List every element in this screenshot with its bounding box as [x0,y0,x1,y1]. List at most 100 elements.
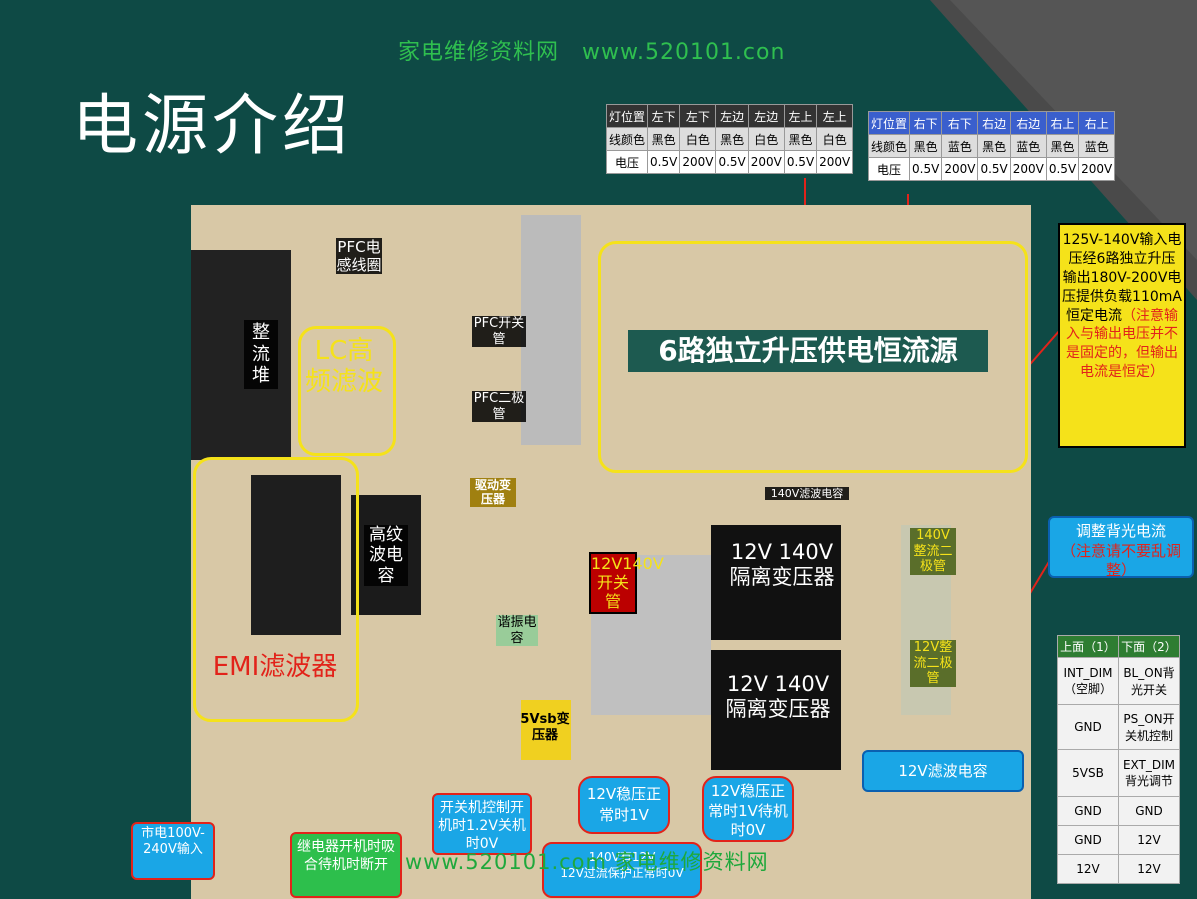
pin-cell: BL_ON背光开关 [1118,657,1180,705]
pin-cell: 12V [1118,854,1180,884]
cell: 蓝色 [941,134,979,158]
light-position-table-right: 灯位置 右下 右下 右边 右边 右上 右上 线颜色 黑色 蓝色 黑色 蓝色 黑色… [867,111,1116,181]
transformer-2 [711,650,841,770]
cell: 左上 [816,104,854,128]
label-lc-filter: LC高频滤波 [304,336,383,398]
label-transformer-2: 12V 140V隔离变压器 [725,672,831,722]
cell: 电压 [867,157,911,181]
watermark-bottom: www.520101.com 家电维修资料网 [405,850,769,874]
callout-mains: 市电100V-240V输入 [131,822,215,880]
boost-note-warning: （注意输入与输出电压并不是固定的，但输出电流是恒定） [1066,307,1178,381]
heatsink-pfc [521,215,581,445]
cell: 左下 [679,104,717,128]
cell: 200V [816,150,854,174]
label-switch-12-140: 12V140V开关管 [589,552,664,614]
cell: 左下 [647,104,681,128]
cell: 灯位置 [867,111,911,135]
cell: 200V [941,157,979,181]
pin-cell: 5VSB [1057,749,1119,797]
cell: 黑色 [977,134,1011,158]
callout-onoff: 开关机控制开机时1.2V关机时0V [432,793,532,855]
pin-cell: 12V [1057,854,1119,884]
label-rectifier: 整流堆 [244,320,278,389]
label-5vsb-tx: 5Vsb变压器 [520,712,570,743]
cell: 电压 [605,150,649,174]
adjust-title: 调整背光电流 [1075,522,1166,540]
cell: 黑色 [909,134,943,158]
cell: 黑色 [783,127,818,151]
cell: 200V [747,150,785,174]
cell: 200V [1009,157,1047,181]
page-title: 电源介绍 [72,87,352,164]
watermark-top: 家电维修资料网 www.520101.con [398,40,786,65]
emi-outline [193,457,359,722]
callout-relay: 继电器开机时吸合待机时断开 [290,832,402,898]
cell: 右下 [909,111,943,135]
label-cap140: 140V滤波电容 [765,487,849,501]
pin-head: 上面（1） [1057,635,1119,658]
cell: 左边 [715,104,749,128]
pin-cell: 12V [1118,825,1180,855]
cell: 白色 [747,127,785,151]
cell: 右边 [977,111,1011,135]
callout-reg2: 12V稳压正常时1V待机时0V [702,776,794,842]
cell: 灯位置 [605,104,649,128]
adjust-backlight-note: 调整背光电流 （注意请不要乱调整） [1048,516,1194,580]
transformer-1 [711,525,841,640]
label-pfc-diode: PFC二极管 [472,391,526,423]
pin-cell: GND [1057,704,1119,750]
5vsb-transformer [521,700,571,760]
cell: 0.5V [783,150,818,174]
callout-ocp: 140V有12V 12V过流保护正常时0V [542,842,702,898]
pin-cell: GND [1057,796,1119,826]
emi-coils [251,475,341,635]
cell: 白色 [679,127,717,151]
boost-note: 125V-140V输入电压经6路独立升压输出180V-200V电压提供负载110… [1058,223,1186,448]
label-pfc-inductor: PFC电感线圈 [336,238,382,274]
lc-filter-outline [298,326,396,456]
cell: 右下 [941,111,979,135]
label-hv-cap: 高纹波电容 [364,525,408,587]
pin-cell: PS_ON开关机控制 [1118,704,1180,750]
light-position-table-left: 灯位置 左下 左下 左边 左边 左上 左上 线颜色 黑色 白色 黑色 白色 黑色… [605,104,854,174]
cell: 蓝色 [1009,134,1047,158]
cell: 200V [1078,157,1116,181]
cell: 右上 [1045,111,1080,135]
cell: 0.5V [647,150,681,174]
cell: 蓝色 [1078,134,1116,158]
pin-cell: GND [1118,796,1180,826]
pin-head: 下面（2） [1118,635,1180,658]
label-drive-tx: 驱动变压器 [470,478,516,507]
boost-region-outline [598,241,1028,473]
label-rect140: 140V整流二极管 [910,528,956,575]
pin-cell: EXT_DIM背光调节 [1118,749,1180,797]
cell: 200V [679,150,717,174]
cell: 0.5V [909,157,943,181]
label-pfc-switch: PFC开关管 [472,316,526,348]
cell: 黑色 [1045,134,1080,158]
pin-cell: GND [1057,825,1119,855]
pin-cell: INT_DIM（空脚） [1057,657,1119,705]
label-boost: 6路独立升压供电恒流源 [628,330,988,372]
label-transformer-1: 12V 140V隔离变压器 [729,540,835,590]
boost-note-text: 125V-140V输入电压经6路独立升压输出180V-200V电压提供负载110… [1062,232,1182,324]
label-rect12: 12V整流二极管 [910,640,956,687]
label-resonant-cap: 谐振电容 [496,615,538,647]
cell: 黑色 [715,127,749,151]
cell: 黑色 [647,127,681,151]
cell: 右边 [1009,111,1047,135]
cell: 0.5V [1045,157,1080,181]
label-cap12: 12V滤波电容 [862,750,1024,792]
cell: 左上 [783,104,818,128]
callout-reg1: 12V稳压正常时1V [578,776,670,834]
cell: 左边 [747,104,785,128]
cell: 线颜色 [867,134,911,158]
cell: 线颜色 [605,127,649,151]
label-emi: EMI滤波器 [212,652,338,682]
cell: 右上 [1078,111,1116,135]
adjust-warning: （注意请不要乱调整） [1060,541,1181,580]
cell: 0.5V [715,150,749,174]
cell: 白色 [816,127,854,151]
cell: 0.5V [977,157,1011,181]
